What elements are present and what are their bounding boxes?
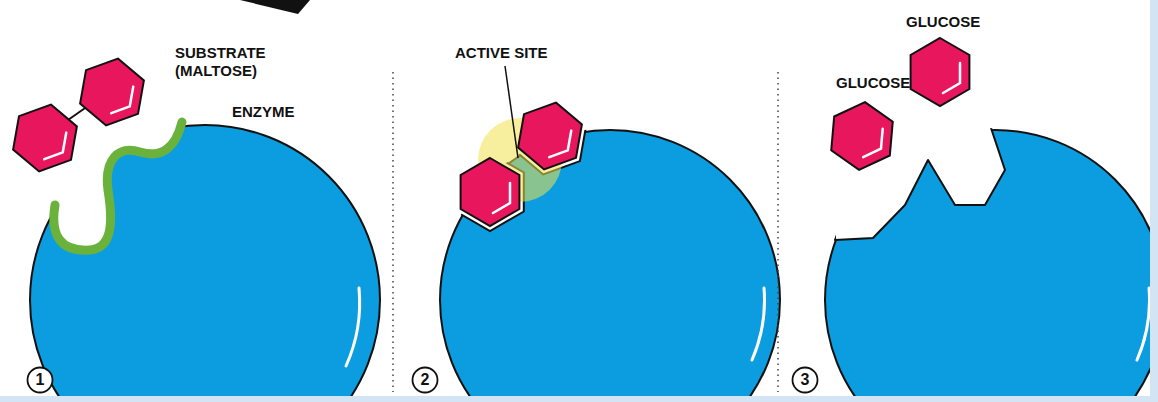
substrate-label: SUBSTRATE (MALTOSE): [175, 44, 275, 80]
glucose-hexagon: [461, 158, 520, 226]
enzyme-label: ENZYME: [232, 103, 295, 121]
glucose-hexagon: [911, 38, 970, 106]
product-label: GLUCOSE: [836, 74, 910, 92]
glucose-hexagon: [515, 97, 585, 174]
leader-line: [505, 66, 518, 158]
panel-divider: [777, 72, 779, 392]
glucose-hexagon: [10, 99, 80, 176]
panel-divider: [392, 72, 394, 392]
glucose-hexagon: [830, 100, 895, 173]
active-site-notch: [456, 92, 590, 231]
glucose-hexagon: [77, 53, 147, 130]
step-number-circle: 2: [411, 366, 439, 394]
enzyme-circle: [440, 130, 780, 396]
step-number: 2: [411, 366, 439, 394]
step-number: 3: [791, 366, 819, 394]
product-label: GLUCOSE: [906, 13, 980, 31]
active-site-label: ACTIVE SITE: [455, 44, 548, 62]
step-number-circle: 1: [26, 366, 54, 394]
enzyme-circle: [30, 125, 380, 396]
step-number-circle: 3: [791, 366, 819, 394]
highlight-arc: [752, 288, 764, 360]
highlight-arc: [1137, 288, 1149, 360]
step-number: 1: [26, 366, 54, 394]
arrow-fragment: [240, 0, 310, 14]
highlight-arc: [346, 288, 360, 366]
